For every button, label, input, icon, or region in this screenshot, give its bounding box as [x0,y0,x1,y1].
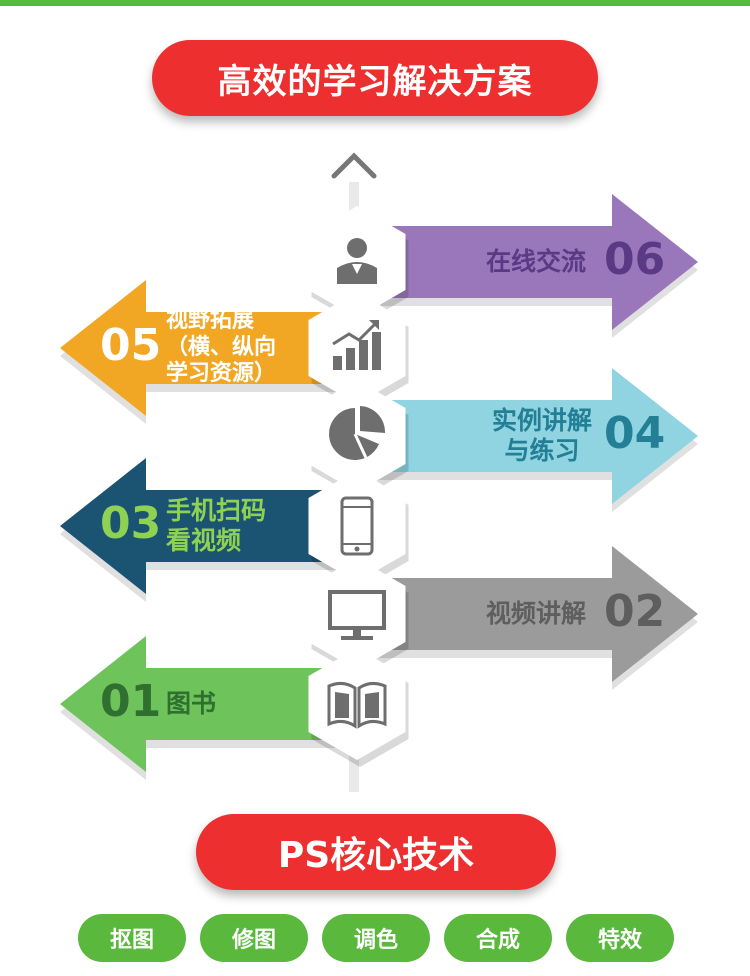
step-label: 视频讲解 [485,599,586,628]
step-arrow-01 [60,636,370,772]
step-number: 06 [604,234,666,285]
monitor-icon [328,590,386,640]
step-arrow-04 [345,368,698,504]
tag-cutout[interactable]: 抠图 [78,914,186,962]
chevron-up-icon [331,152,377,179]
page-title: 高效的学习解决方案 [152,40,598,116]
step-label: 与练习 [504,436,580,465]
step-number: 02 [604,586,666,637]
phone-icon [340,496,374,556]
pie-chart-icon [329,406,386,461]
section-title: PS核心技术 [196,814,556,890]
step-hexagon-02 [308,558,406,670]
step-arrow-05 [60,280,370,416]
book-icon [327,681,387,729]
step-label: 看视频 [166,526,242,555]
step-label: 手机扫码 [166,496,267,525]
step-label: 在线交流 [485,247,586,276]
steps-diagram [60,152,698,792]
tag-compositing[interactable]: 合成 [444,914,552,962]
person-icon [337,238,377,284]
step-number: 05 [100,320,162,371]
step-label: 图书 [166,689,217,718]
step-arrow-02 [345,546,698,682]
top-accent-bar [0,0,750,6]
step-number: 03 [100,498,162,549]
step-number: 01 [100,676,162,727]
feature-tags: 抠图 修图 调色 合成 特效 [78,914,678,964]
step-arrow-03 [60,458,370,594]
step-hexagon-05 [308,292,406,404]
bar-chart-icon [332,320,381,370]
step-label: 学习资源） [166,361,277,387]
step-hexagon-01 [308,648,406,760]
step-label: 实例讲解 [491,406,592,435]
step-label: （横、纵向 [166,334,277,360]
step-arrow-06 [345,194,698,330]
step-label: 视野拓展 [166,308,255,334]
tag-retouch[interactable]: 修图 [200,914,308,962]
tag-effects[interactable]: 特效 [566,914,674,962]
tag-color-grading[interactable]: 调色 [322,914,430,962]
step-number: 04 [604,408,666,459]
step-hexagon-03 [308,470,406,582]
